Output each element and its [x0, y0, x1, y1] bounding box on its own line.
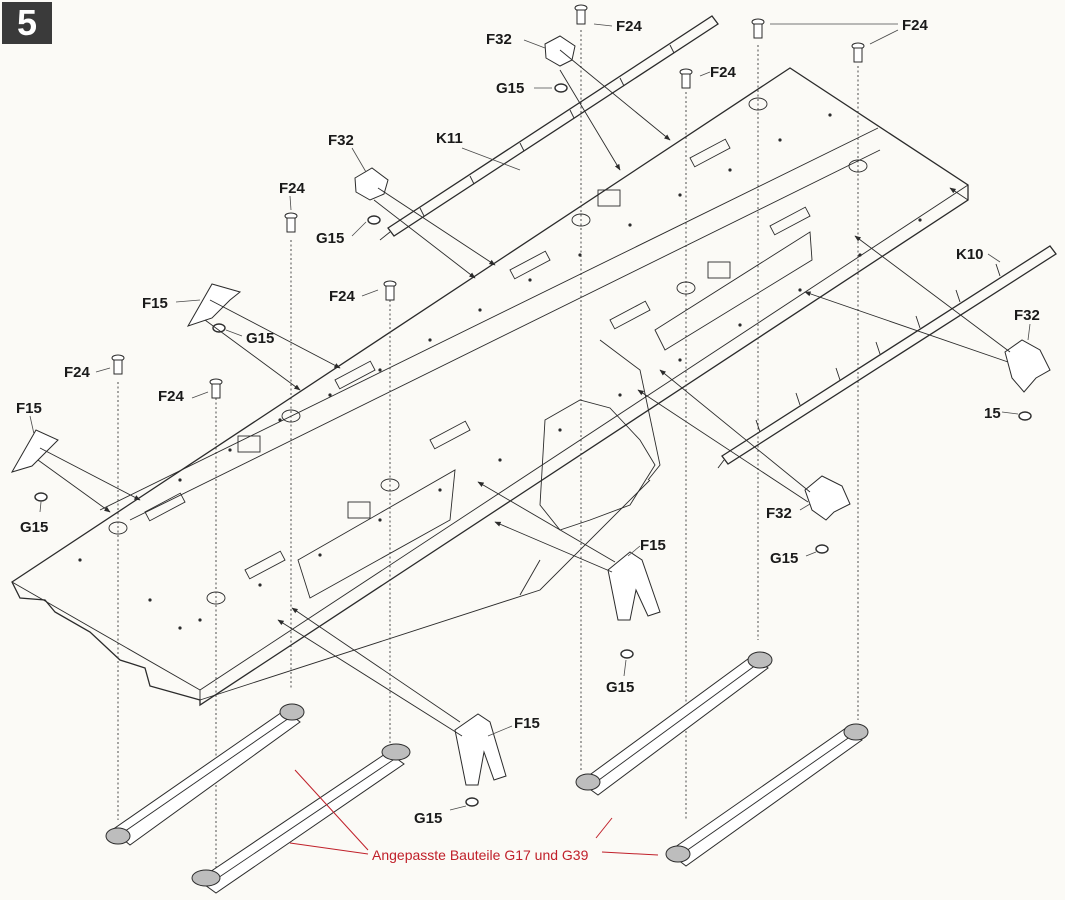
label-f24: F24 — [64, 364, 91, 381]
note-lines — [289, 769, 659, 856]
label-partial-15: 15 — [984, 405, 1001, 422]
label-g15: G15 — [246, 330, 274, 347]
torsion-bars — [105, 651, 869, 894]
label-f24: F24 — [710, 64, 737, 81]
modified-parts-note: Angepasste Bauteile G17 und G39 — [372, 847, 589, 863]
label-k11: K11 — [436, 130, 463, 147]
label-f24: F24 — [329, 288, 356, 305]
hull-body — [11, 67, 969, 707]
label-f15: F15 — [640, 537, 666, 554]
label-f15: F15 — [514, 715, 540, 732]
pin-guides — [117, 30, 859, 870]
g15-washers — [34, 83, 1032, 807]
rail-k10 — [717, 245, 1057, 469]
label-f24: F24 — [616, 18, 643, 35]
label-g15: G15 — [414, 810, 442, 827]
label-g15: G15 — [770, 550, 798, 567]
label-f15: F15 — [16, 400, 42, 417]
step-number-badge: 5 — [2, 2, 52, 44]
assembly-arrows — [37, 49, 1011, 737]
label-g15: G15 — [606, 679, 634, 696]
label-f32: F32 — [328, 132, 354, 149]
label-g15: G15 — [20, 519, 48, 536]
label-g15: G15 — [316, 230, 344, 247]
label-f24: F24 — [279, 180, 306, 197]
f24-pins — [111, 4, 865, 399]
label-f32: F32 — [766, 505, 792, 522]
label-f24: F24 — [158, 388, 185, 405]
label-f15: F15 — [142, 295, 168, 312]
label-k10: K10 — [956, 246, 984, 263]
label-g15: G15 — [496, 80, 524, 97]
label-f32: F32 — [486, 31, 512, 48]
rail-k11 — [379, 15, 719, 241]
leader-lines — [29, 23, 1031, 811]
label-f32: F32 — [1014, 307, 1040, 324]
hull-plates — [144, 138, 811, 580]
part-labels: F24 F32 G15 F24 F24 K11 F32 F24 G15 F15 … — [16, 17, 1040, 827]
brackets — [10, 35, 1051, 786]
rivets — [78, 113, 922, 630]
label-f24: F24 — [902, 17, 929, 34]
